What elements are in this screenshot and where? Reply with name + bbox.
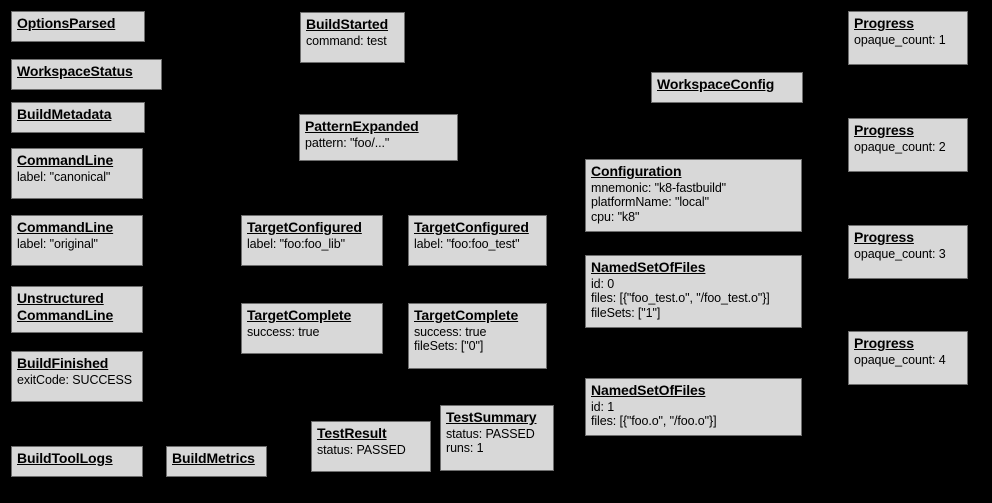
event-node-title: TestResult bbox=[317, 425, 387, 441]
event-node-title: NamedSetOfFiles bbox=[591, 382, 706, 398]
event-node-title: WorkspaceConfig bbox=[657, 76, 775, 92]
event-node-title: TargetConfigured bbox=[247, 219, 362, 235]
event-node-property: id: 1 bbox=[591, 399, 615, 414]
event-node-title: CommandLine bbox=[17, 152, 114, 168]
event-node-workspace-status[interactable]: WorkspaceStatus bbox=[11, 59, 162, 90]
event-node-title: BuildToolLogs bbox=[17, 450, 113, 466]
event-node-property: opaque_count: 3 bbox=[854, 246, 946, 261]
event-node-property: mnemonic: "k8-fastbuild" bbox=[591, 180, 727, 195]
event-node-properties: opaque_count: 2 bbox=[854, 140, 962, 155]
event-node-unstructured-command-line[interactable]: Unstructured CommandLine bbox=[11, 286, 143, 333]
event-node-workspace-config[interactable]: WorkspaceConfig bbox=[651, 72, 803, 103]
event-node-title: TestSummary bbox=[446, 409, 537, 425]
event-node-properties: opaque_count: 4 bbox=[854, 353, 962, 368]
event-node-property: label: "original" bbox=[17, 236, 98, 251]
event-node-property: files: [{"foo_test.o", "/foo_test.o"}] bbox=[591, 291, 770, 306]
event-node-property: exitCode: SUCCESS bbox=[17, 372, 133, 387]
event-node-property: status: PASSED bbox=[317, 442, 406, 457]
event-node-build-metrics[interactable]: BuildMetrics bbox=[166, 446, 267, 477]
event-node-title: Progress bbox=[854, 229, 914, 245]
event-node-title: TargetConfigured bbox=[414, 219, 529, 235]
event-node-title: PatternExpanded bbox=[305, 118, 419, 134]
event-node-property: status: PASSED bbox=[446, 426, 535, 441]
event-node-property: cpu: "k8" bbox=[591, 210, 640, 225]
event-node-property: platformName: "local" bbox=[591, 195, 709, 210]
event-node-properties: success: true bbox=[247, 325, 377, 340]
event-node-property: pattern: "foo/..." bbox=[305, 135, 390, 150]
event-node-properties: command: test bbox=[306, 34, 399, 49]
event-node-property: label: "canonical" bbox=[17, 169, 111, 184]
event-node-properties: status: PASSED bbox=[317, 443, 425, 458]
event-node-properties: label: "canonical" bbox=[17, 170, 137, 185]
event-node-properties: exitCode: SUCCESS bbox=[17, 373, 137, 388]
event-node-property: label: "foo:foo_test" bbox=[414, 236, 520, 251]
event-node-properties: pattern: "foo/..." bbox=[305, 136, 452, 151]
event-node-property: files: [{"foo.o", "/foo.o"}] bbox=[591, 414, 717, 429]
event-node-properties: label: "foo:foo_test" bbox=[414, 237, 541, 252]
event-node-title: Configuration bbox=[591, 163, 682, 179]
event-node-properties: mnemonic: "k8-fastbuild"platformName: "l… bbox=[591, 181, 796, 225]
event-node-build-tool-logs[interactable]: BuildToolLogs bbox=[11, 446, 143, 477]
event-node-title: Progress bbox=[854, 15, 914, 31]
event-node-property: label: "foo:foo_lib" bbox=[247, 236, 345, 251]
event-node-property: id: 0 bbox=[591, 276, 615, 291]
event-node-title: CommandLine bbox=[17, 219, 114, 235]
event-node-title: OptionsParsed bbox=[17, 15, 116, 31]
event-node-options-parsed[interactable]: OptionsParsed bbox=[11, 11, 145, 42]
event-node-property: fileSets: ["0"] bbox=[414, 339, 484, 354]
event-node-title: BuildMetrics bbox=[172, 450, 255, 466]
event-node-property: success: true bbox=[414, 324, 487, 339]
event-node-properties: opaque_count: 1 bbox=[854, 33, 962, 48]
event-node-build-metadata[interactable]: BuildMetadata bbox=[11, 102, 145, 133]
event-node-title: TargetComplete bbox=[414, 307, 519, 323]
event-node-properties: opaque_count: 3 bbox=[854, 247, 962, 262]
event-node-title: Unstructured CommandLine bbox=[17, 290, 114, 323]
event-node-title: BuildMetadata bbox=[17, 106, 112, 122]
event-node-property: opaque_count: 1 bbox=[854, 32, 946, 47]
event-node-property: opaque_count: 2 bbox=[854, 139, 946, 154]
event-node-property: runs: 1 bbox=[446, 441, 484, 456]
event-node-property: success: true bbox=[247, 324, 320, 339]
event-node-title: WorkspaceStatus bbox=[17, 63, 133, 79]
event-node-title: BuildFinished bbox=[17, 355, 109, 371]
event-node-properties: label: "foo:foo_lib" bbox=[247, 237, 377, 252]
event-node-property: fileSets: ["1"] bbox=[591, 306, 661, 321]
event-node-title: NamedSetOfFiles bbox=[591, 259, 706, 275]
event-node-property: command: test bbox=[306, 33, 387, 48]
event-node-title: Progress bbox=[854, 335, 914, 351]
event-node-property: opaque_count: 4 bbox=[854, 352, 946, 367]
event-node-properties: label: "original" bbox=[17, 237, 137, 252]
event-node-title: BuildStarted bbox=[306, 16, 389, 32]
event-node-title: TargetComplete bbox=[247, 307, 352, 323]
event-node-title: Progress bbox=[854, 122, 914, 138]
